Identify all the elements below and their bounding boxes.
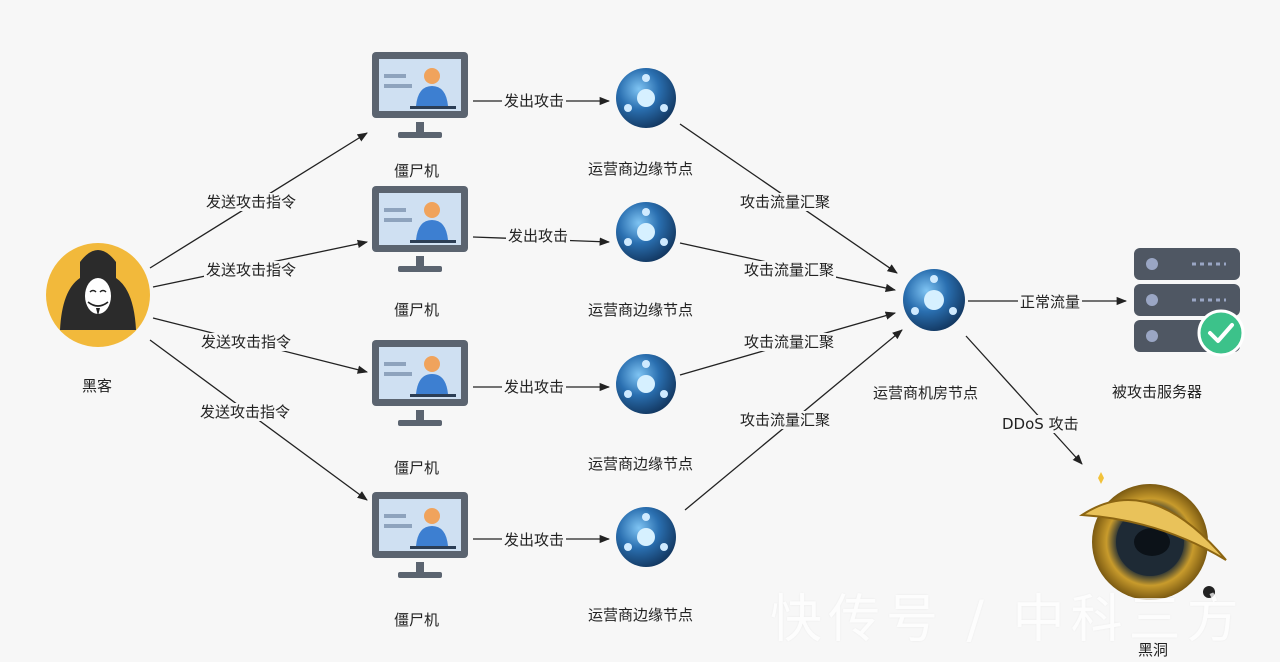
send-command-label-1: 发送攻击指令 bbox=[204, 193, 299, 211]
edge-node-icon-2 bbox=[616, 202, 676, 262]
check-icon bbox=[1197, 309, 1245, 357]
hacker-icon bbox=[46, 243, 150, 347]
attack-out-label-4: 发出攻击 bbox=[502, 531, 567, 549]
edge-node-icon-1 bbox=[616, 68, 676, 128]
zombie-label-3: 僵尸机 bbox=[392, 459, 442, 477]
send-command-label-3: 发送攻击指令 bbox=[199, 333, 294, 351]
normal-traffic-label: 正常流量 bbox=[1018, 293, 1083, 311]
converge-label-1: 攻击流量汇聚 bbox=[738, 193, 833, 211]
blackhole-icon bbox=[1078, 472, 1227, 600]
watermark-text: 快传号 / 中科三方 bbox=[770, 590, 1245, 650]
converge-label-4: 攻击流量汇聚 bbox=[738, 411, 833, 429]
converge-label-2: 攻击流量汇聚 bbox=[742, 261, 837, 279]
zombie-pc-icon-4 bbox=[372, 492, 468, 578]
server-label: 被攻击服务器 bbox=[1110, 383, 1205, 401]
ddos-label: DDoS 攻击 bbox=[1000, 415, 1081, 433]
edge-node-icon-4 bbox=[616, 507, 676, 567]
blackhole-label: 黑洞 bbox=[1136, 641, 1171, 659]
zombie-label-1: 僵尸机 bbox=[392, 162, 442, 180]
edge-node-label-1: 运营商边缘节点 bbox=[586, 160, 696, 178]
edge-node-label-2: 运营商边缘节点 bbox=[586, 301, 696, 319]
send-command-label-4: 发送攻击指令 bbox=[198, 403, 293, 421]
zombie-label-2: 僵尸机 bbox=[392, 301, 442, 319]
zombie-label-4: 僵尸机 bbox=[392, 611, 442, 629]
zombie-pc-icon-3 bbox=[372, 340, 468, 426]
datacenter-node-icon bbox=[903, 269, 965, 331]
server-icon bbox=[1134, 248, 1240, 352]
datacenter-label: 运营商机房节点 bbox=[871, 384, 981, 402]
edge-node-label-4: 运营商边缘节点 bbox=[586, 606, 696, 624]
hacker-label: 黑客 bbox=[80, 377, 115, 395]
zombie-pc-icon-1 bbox=[372, 52, 468, 138]
edge-node-label-3: 运营商边缘节点 bbox=[586, 455, 696, 473]
converge-label-3: 攻击流量汇聚 bbox=[742, 333, 837, 351]
send-command-label-2: 发送攻击指令 bbox=[204, 261, 299, 279]
attack-out-label-3: 发出攻击 bbox=[502, 378, 567, 396]
attack-out-label-2: 发出攻击 bbox=[506, 227, 571, 245]
arrow-dc-blackhole bbox=[965, 335, 1083, 465]
zombie-pc-icon-2 bbox=[372, 186, 468, 272]
attack-out-label-1: 发出攻击 bbox=[502, 92, 567, 110]
edge-node-icon-3 bbox=[616, 354, 676, 414]
